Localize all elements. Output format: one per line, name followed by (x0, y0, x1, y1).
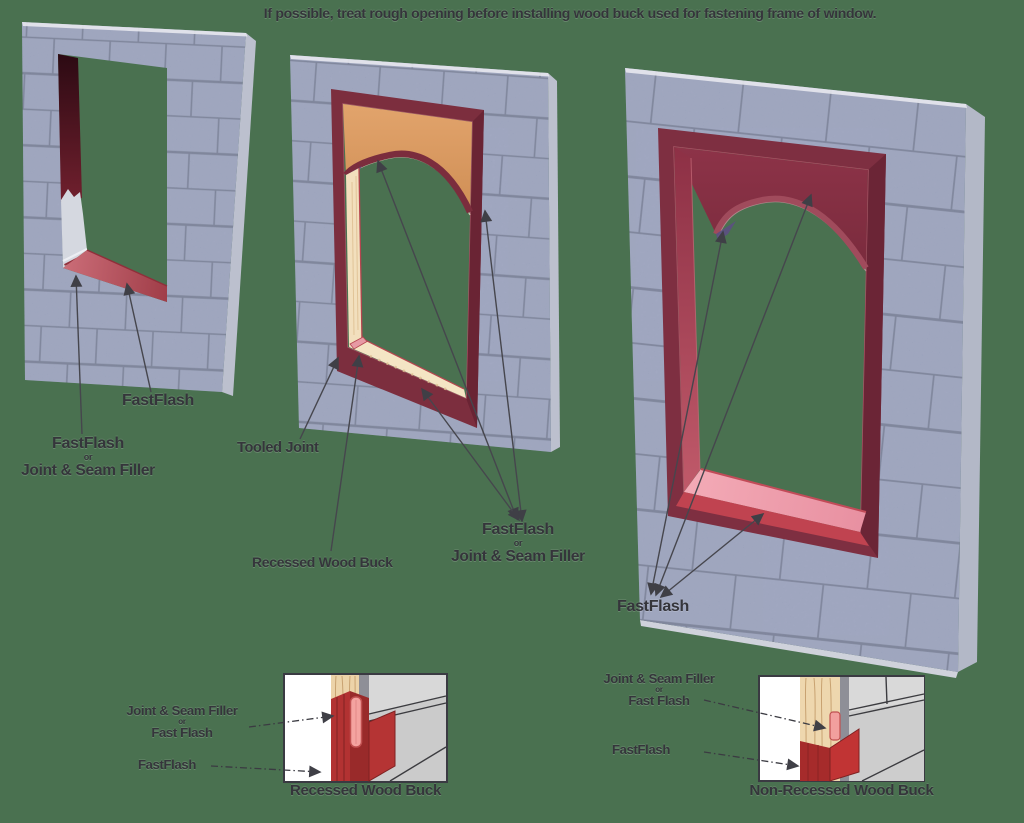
label-fastflash-or-jsf-middle: FastFlash or Joint & Seam Filler (438, 521, 598, 565)
inset-leader-lines (210, 699, 827, 778)
label-fastflash-or-jsf-left: FastFlash or Joint & Seam Filler (8, 435, 168, 479)
label-line-or: or (83, 451, 93, 462)
label-line-fast-flash: Fast Flash (628, 693, 690, 709)
arrow-recessed-wood-buck (330, 354, 364, 552)
leader-recessed-fastflash (210, 765, 322, 778)
top-note: If possible, treat rough opening before … (263, 5, 877, 21)
label-line-joint-seam-filler: Joint & Seam Filler (126, 703, 238, 718)
caption-non-recessed-wood-buck: Non-Recessed Wood Buck (749, 782, 934, 799)
label-line-fast-flash: Fast Flash (151, 725, 213, 741)
arrow-tooled-joint (299, 356, 339, 440)
label-nonrecessed-fastflash: FastFlash (612, 742, 670, 757)
label-line-fastflash: FastFlash (52, 435, 124, 452)
inset-non-recessed-detail (758, 675, 925, 782)
arrow-middle-sill (421, 387, 520, 522)
label-nonrecessed-sealant: Joint & Seam Filler or Fast Flash (579, 672, 739, 708)
label-recessed-wood-buck: Recessed Wood Buck (252, 554, 393, 570)
leader-nonrecessed-sealant (703, 699, 827, 732)
label-fastflash-left-sill: FastFlash (122, 392, 194, 409)
label-line-or: or (178, 716, 186, 726)
annotation-arrows (70, 159, 813, 599)
label-line-joint-seam-filler: Joint & Seam Filler (21, 461, 155, 479)
arrow-left-fastflash (123, 282, 152, 393)
arrow-left-joint-seam-filler (70, 274, 83, 435)
label-line-or: or (513, 537, 523, 548)
caption-recessed-wood-buck: Recessed Wood Buck (289, 782, 442, 799)
arrow-right-sill (659, 512, 765, 599)
inset-recessed-detail (283, 673, 448, 783)
wall-right-fully-flashed (625, 68, 985, 678)
label-line-fastflash: FastFlash (482, 521, 554, 538)
leader-nonrecessed-fastflash (703, 751, 800, 771)
label-line-joint-seam-filler: Joint & Seam Filler (451, 547, 585, 565)
label-line-joint-seam-filler: Joint & Seam Filler (603, 671, 715, 686)
wall-left-untreated (22, 22, 256, 396)
label-fastflash-right: FastFlash (617, 598, 689, 615)
label-recessed-sealant: Joint & Seam Filler or Fast Flash (102, 704, 262, 740)
label-tooled-joint: Tooled Joint (237, 440, 319, 456)
label-line-or: or (655, 684, 663, 694)
label-recessed-fastflash: FastFlash (138, 757, 196, 772)
